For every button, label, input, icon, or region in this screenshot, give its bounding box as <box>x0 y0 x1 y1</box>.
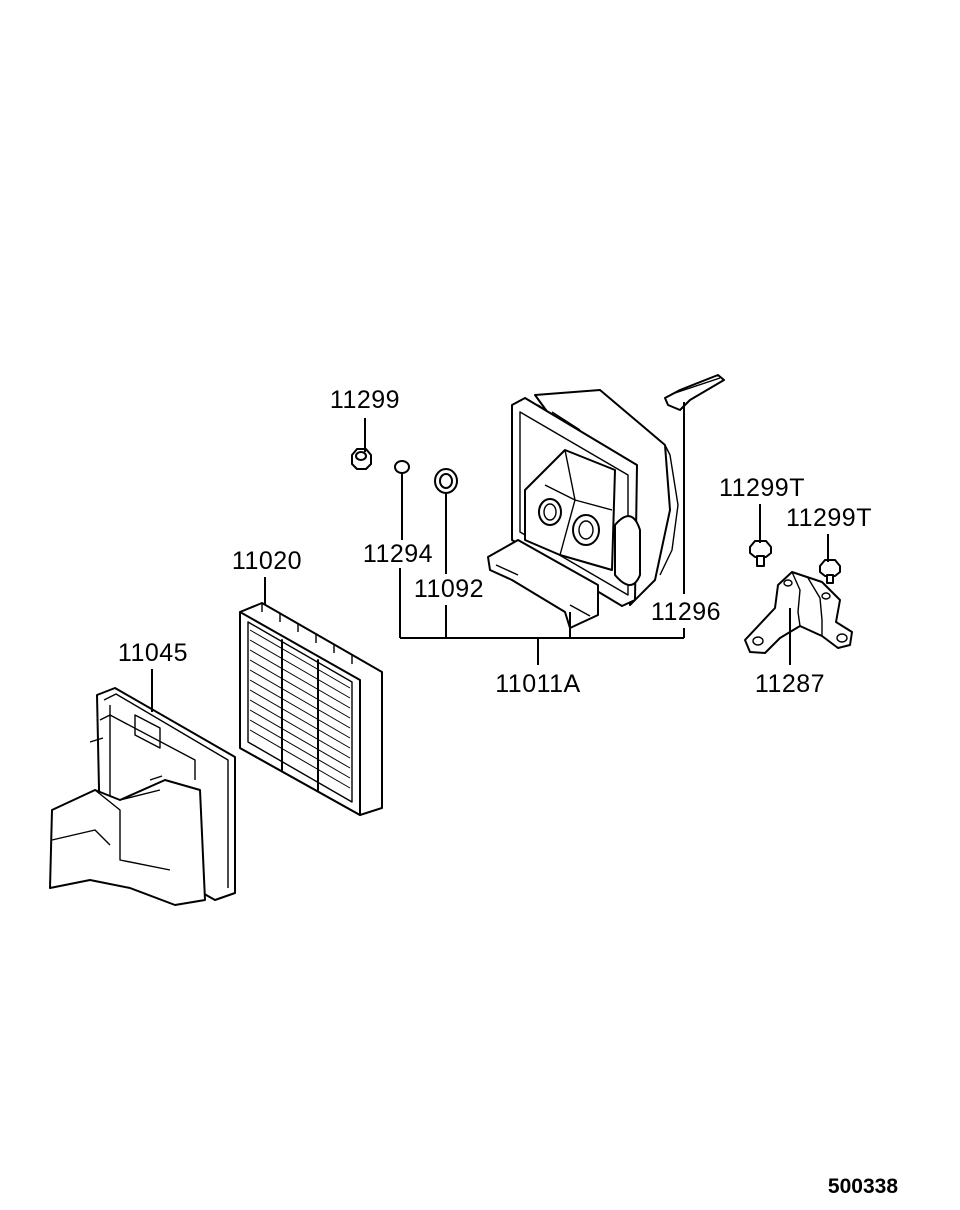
callout-11296: 11296 <box>651 598 721 626</box>
callout-11299t-a: 11299T <box>719 474 805 502</box>
leader-lines <box>151 402 829 712</box>
callout-11011a: 11011A <box>495 670 580 698</box>
callout-11294: 11294 <box>363 540 433 568</box>
diagram-reference-number: 500338 <box>828 1175 898 1198</box>
callout-11092: 11092 <box>414 575 484 603</box>
harness-clamp-part[interactable] <box>664 374 725 411</box>
air-cleaner-cover-part[interactable] <box>49 687 236 906</box>
callout-11299t-b: 11299T <box>786 504 872 532</box>
bracket-part[interactable] <box>744 571 853 654</box>
callout-11045: 11045 <box>118 639 188 667</box>
clip-part[interactable] <box>394 460 410 474</box>
bolt-t-part-a[interactable] <box>749 540 772 567</box>
air-filter-element-part[interactable] <box>239 602 383 816</box>
bolt-t-part-b[interactable] <box>819 559 841 584</box>
bolt-part[interactable] <box>351 448 372 470</box>
callout-11287: 11287 <box>755 670 825 698</box>
callout-11020: 11020 <box>232 547 302 575</box>
grommet-part[interactable] <box>434 468 458 494</box>
callout-11299: 11299 <box>330 386 400 414</box>
air-cleaner-case-part[interactable] <box>487 389 679 629</box>
